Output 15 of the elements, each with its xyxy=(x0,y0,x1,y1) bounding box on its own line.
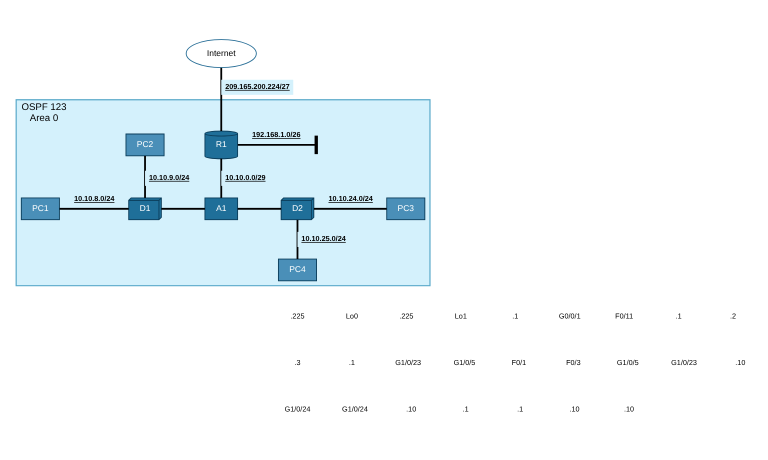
node-box: PC4 xyxy=(278,258,317,282)
connector xyxy=(144,156,146,198)
connector xyxy=(161,208,205,210)
node-box: PC2 xyxy=(126,134,165,156)
connector xyxy=(238,144,315,146)
connector xyxy=(296,220,298,260)
node-box: PC3 xyxy=(386,198,426,220)
node-ellipse: Internet xyxy=(186,39,257,68)
connector xyxy=(238,208,282,210)
node-box: A1 xyxy=(204,198,238,220)
node-box: PC1 xyxy=(20,198,60,220)
connector xyxy=(314,208,387,210)
connector xyxy=(60,208,129,210)
connector xyxy=(220,68,222,132)
connector xyxy=(220,158,222,198)
